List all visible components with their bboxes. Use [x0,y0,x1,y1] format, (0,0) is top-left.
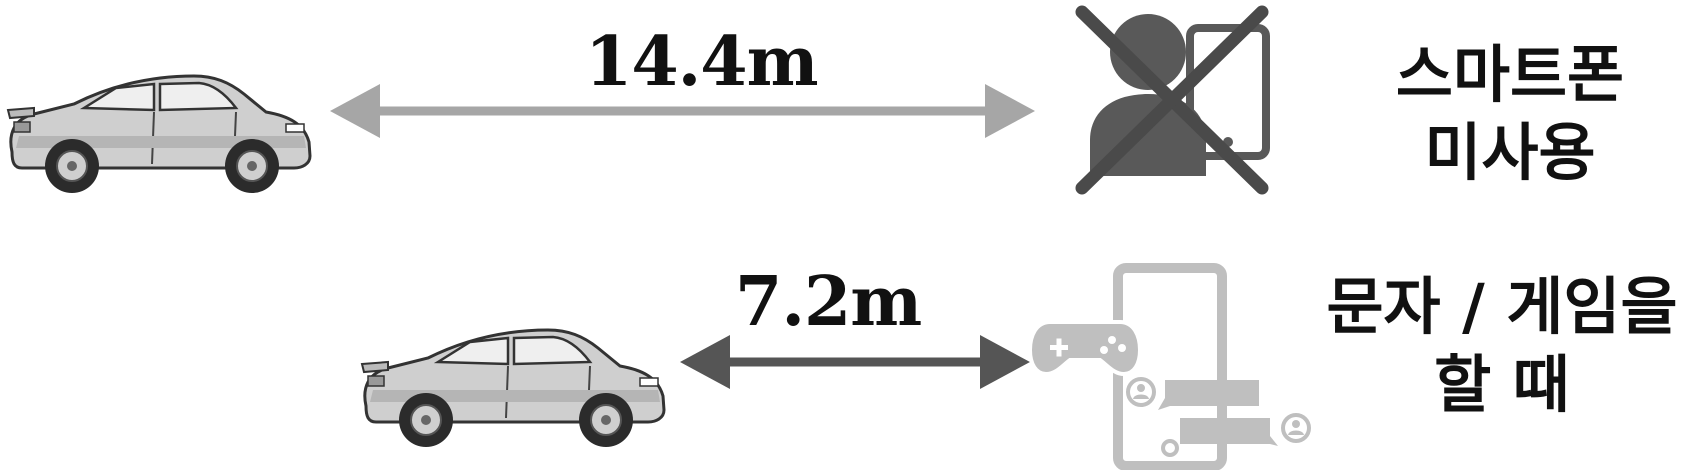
person-with-phone-crossed-out-icon [1075,5,1270,195]
distance-label-short: 7.2m [735,262,922,342]
caption-no-phone: 스마트폰 미사용 [1360,36,1660,192]
distance-arrow-short [680,335,1030,389]
caption-texting: 문자 / 게임을 할 때 [1300,268,1704,424]
car-bottom [360,328,666,449]
caption-no-phone-line1: 스마트폰 [1395,38,1625,111]
caption-texting-line1: 문자 / 게임을 [1326,270,1678,343]
smartphone-game-chat-icon [1027,263,1311,470]
distance-arrow-long [330,84,1035,138]
car-top [6,74,312,195]
distance-label-long: 14.4m [585,22,819,102]
caption-no-phone-line2: 미사용 [1424,116,1596,189]
caption-texting-line2: 할 때 [1434,348,1570,421]
